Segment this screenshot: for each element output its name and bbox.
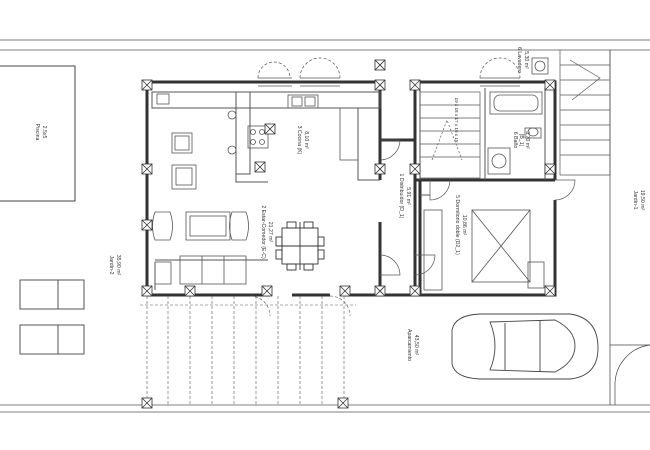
- label-lavadero-area: 5,30 m²: [523, 51, 529, 69]
- label-bano-code: (B_1): [518, 134, 524, 147]
- label-jardin1-name: Jardín-1: [632, 190, 638, 209]
- label-dormitorio-area: 10,86 m²: [461, 215, 467, 236]
- north-windows: [258, 77, 520, 87]
- label-jardin2-name: Jardín-2: [108, 255, 114, 274]
- label-jardin2-area: 35,90 m²: [115, 255, 121, 276]
- label-piscina-name: Piscina: [34, 124, 40, 141]
- label-aparcamiento-area: 43,50 m²: [413, 335, 419, 356]
- pool: [0, 65, 76, 202]
- doors: [379, 139, 576, 276]
- pergola-posts: [141, 285, 351, 409]
- car: [451, 313, 599, 380]
- label-cocina-area: 8,10 m²: [303, 131, 309, 149]
- label-jardin1-area: 19,50 m²: [639, 190, 645, 211]
- dining-table: [275, 221, 325, 271]
- stairs: [419, 50, 611, 179]
- label-estar-name: 2 Estar-Comedor (E-C): [260, 205, 266, 259]
- bathroom-fixtures: [487, 57, 549, 175]
- label-cocina-name: 3 Cocina (K): [296, 126, 302, 155]
- label-dormitorio-name: 5 Dormitorio doble (D2_1): [454, 195, 460, 255]
- plot-boundary: [0, 39, 650, 413]
- label-bano-name: 6 Baño: [512, 132, 518, 149]
- label-bano-area: 3,70 m²: [524, 131, 530, 149]
- pergola: [140, 295, 356, 404]
- gate: [610, 344, 650, 405]
- label-lavadero-name: 6 Lavadero: [516, 47, 522, 73]
- label-estar-area: 21,27 m²: [267, 222, 273, 243]
- label-distribuidor-name: 1 Distribuidor (D_1): [398, 174, 404, 219]
- label-distribuidor-area: 5,91 m²: [405, 187, 411, 205]
- sun-loungers: [19, 279, 85, 355]
- window-arcs: [257, 57, 521, 79]
- label-stair-steps: 19 x 18 x 17 x 16 x 15: [454, 98, 459, 143]
- columns: [141, 59, 556, 297]
- bedroom-furniture: [423, 209, 545, 291]
- room-labels: Piscina 2.5x5 Jardín-2 35,90 m² 3 Cocina…: [34, 47, 645, 361]
- inner-walls: [151, 80, 546, 290]
- label-aparcamiento-name: Aparcamiento: [406, 329, 412, 361]
- label-piscina-size: 2.5x5: [41, 126, 47, 139]
- kitchen-counter: [227, 94, 359, 161]
- living-furniture: [152, 93, 249, 285]
